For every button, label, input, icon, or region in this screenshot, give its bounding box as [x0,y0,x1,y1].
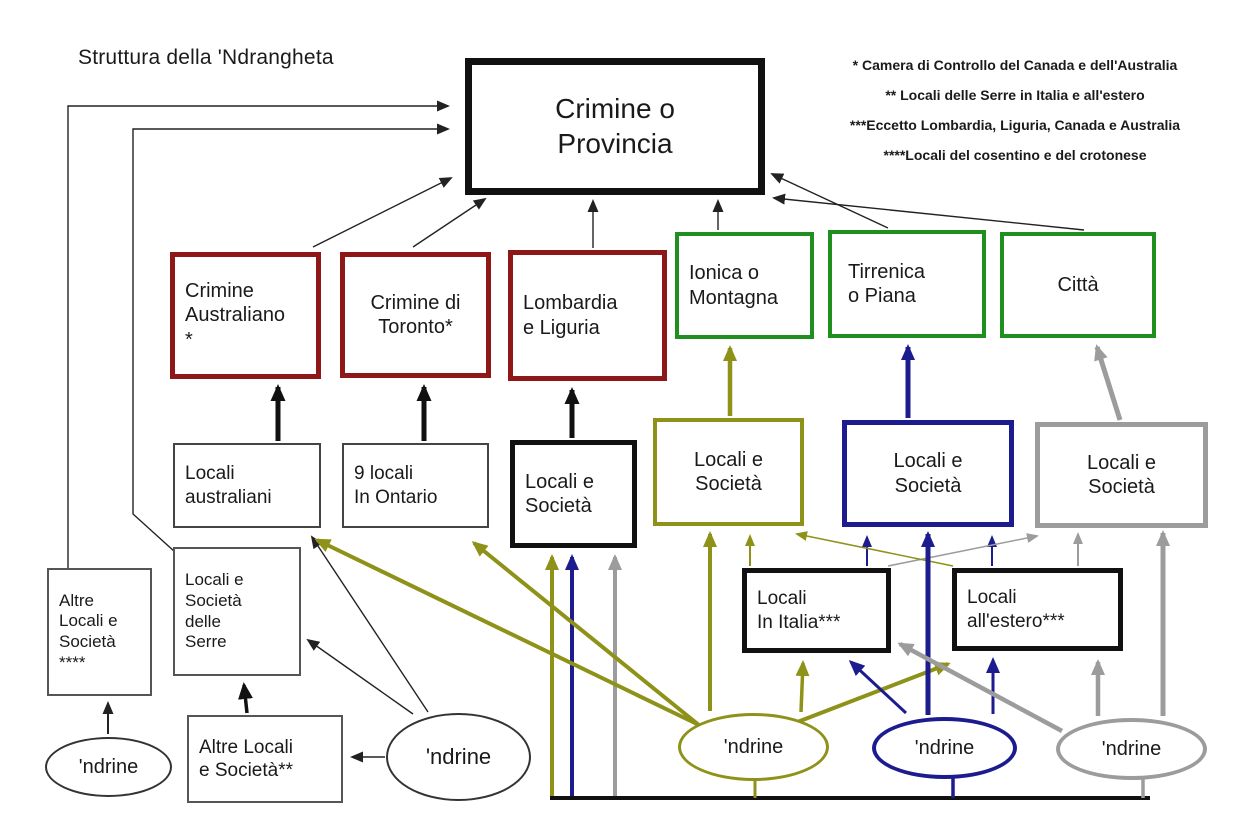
ionica-o-montagna-label: Ionica o Montagna [689,262,778,309]
locali-australiani-label: Locali australiani [185,463,272,508]
ndrine-ellipse-tirrenica-label: 'ndrine [914,736,975,759]
ndrine-ellipse-2-label: 'ndrine [425,743,492,769]
locali-e-societa-delle-serre-box: Locali e Società delle Serre [173,547,301,676]
citta-label: Città [1057,273,1099,296]
arrow-locali-grigio-to-citta [1094,344,1123,421]
arrow-italia-to-locali-grigio-diag [887,533,1039,567]
arrow-ndrine-ionica-to-estero [786,662,951,728]
arrow-toronto-to-crimine [412,197,487,248]
arrow-ndrine-ionica-to-australiani [314,538,698,726]
footnote-1: * Camera di Controllo del Canada e dell'… [852,57,1178,73]
locali-in-italia-box: Locali In Italia*** [742,568,891,653]
lombardia-e-liguria-box: Lombardia e Liguria [508,250,667,381]
arrow-altre2-to-serre [238,682,253,714]
lombardia-e-liguria-label: Lombardia e Liguria [523,292,618,339]
diagram-title: Struttura della 'Ndrangheta [78,46,334,69]
ndrine-ellipse-tirrenica: 'ndrine [872,717,1017,779]
citta-box: Città [1000,232,1156,338]
arrow-ndrine2-to-serre [306,638,414,715]
locali-e-societa-citta-label: Locali e Società [1087,451,1156,498]
locali-all-estero-label: Locali all'estero*** [967,587,1065,632]
crimine-australiano-box: Crimine Australiano * [170,252,321,379]
tirrenica-o-piana-box: Tirrenica o Piana [828,230,986,338]
locali-ontario-box: 9 locali In Ontario [342,443,489,528]
arrow-ndrine-tirrenica-to-italia [848,659,908,715]
altre-locali-e-societa-4-box: Altre Locali e Società **** [47,568,152,696]
crimine-australiano-label: Crimine Australiano * [185,279,286,351]
locali-e-societa-centro-label: Locali e Società [525,470,594,517]
crimine-di-toronto-label: Crimine di Toronto* [370,291,461,338]
ndrine-ellipse-citta-label: 'ndrine [1101,737,1162,760]
footnote-3: ***Eccetto Lombardia, Liguria, Canada e … [849,117,1181,133]
footnotes-block: * Camera di Controllo del Canada e dell'… [790,50,1240,170]
locali-e-societa-ionica-box: Locali e Società [653,418,804,526]
locali-e-societa-centro-box: Locali e Società [510,440,637,548]
locali-in-italia-label: Locali In Italia*** [757,588,841,633]
arrow-australiano-to-crimine [312,177,453,248]
arrow-tirrenica-to-crimine [770,173,889,229]
locali-all-estero-box: Locali all'estero*** [952,568,1123,651]
crimine-o-provincia-label: Crimine o Provincia [555,93,675,159]
ndrine-ellipse-2: 'ndrine [386,713,531,801]
altre-locali-e-societa-2-box: Altre Locali e Società** [187,715,343,803]
ndrine-ellipse-1-label: 'ndrine [78,755,139,778]
arrow-altre4-to-crimine [67,100,450,568]
arrow-citta-to-crimine [772,193,1085,231]
altre-locali-e-societa-4-label: Altre Locali e Società **** [59,590,118,672]
locali-e-societa-ionica-label: Locali e Società [694,448,763,495]
locali-e-societa-tirrenica-label: Locali e Società [893,450,963,497]
locali-ontario-label: 9 locali In Ontario [354,463,438,508]
ndrine-ellipse-1: 'ndrine [45,737,172,797]
crimine-o-provincia-box: Crimine o Provincia [465,58,765,195]
ndrine-ellipse-ionica: 'ndrine [678,713,829,781]
tirrenica-o-piana-label: Tirrenica o Piana [848,260,926,307]
arrow-ndrine-ionica-to-italia [795,660,810,713]
arrow-serre-to-crimine [132,123,450,553]
arrow-ndrine-ionica-to-ontario [471,541,712,736]
ndrine-ellipse-ionica-label: 'ndrine [723,735,784,758]
altre-locali-e-societa-2-label: Altre Locali e Società** [199,736,294,781]
locali-e-societa-tirrenica-box: Locali e Società [842,420,1014,527]
crimine-di-toronto-box: Crimine di Toronto* [340,252,491,378]
arrow-ndrine-citta-to-italia-diag [897,642,1064,733]
ndrine-ellipse-citta: 'ndrine [1056,718,1207,780]
ionica-o-montagna-box: Ionica o Montagna [675,232,814,339]
locali-e-societa-citta-box: Locali e Società [1035,422,1208,528]
arrow-ndrine2-to-locali-australiani [310,535,429,713]
footnote-4: ****Locali del cosentino e del crotonese [883,147,1147,163]
locali-e-societa-delle-serre-label: Locali e Società delle Serre [185,570,244,652]
locali-australiani-box: Locali australiani [173,443,321,528]
footnote-2: ** Locali delle Serre in Italia e all'es… [885,87,1145,103]
